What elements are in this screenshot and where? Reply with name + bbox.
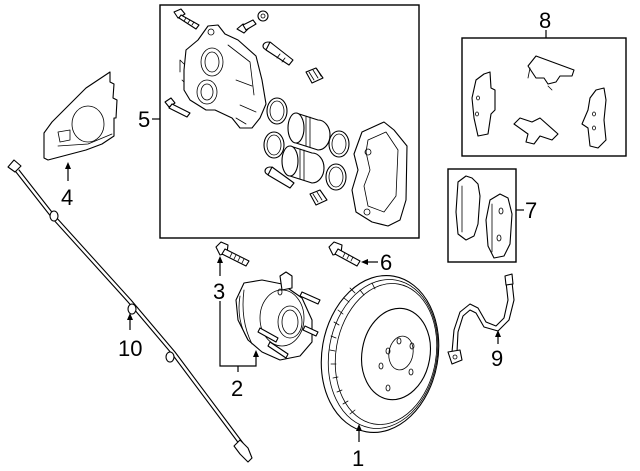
shield-flange-icon	[57, 133, 113, 147]
anti-rattle-clip-right-icon	[581, 87, 607, 149]
cable-grommet-icon	[165, 351, 175, 363]
shield-bore-icon	[71, 105, 105, 143]
brake-pads-box	[447, 168, 517, 263]
slide-pin-lower-icon	[264, 166, 295, 189]
arrow-2-icon	[253, 350, 259, 357]
callout-3: 3	[213, 279, 225, 304]
bleeder-screw-icon	[236, 19, 257, 34]
sensor-connector-icon	[7, 159, 22, 173]
brake-pads-group: 7	[447, 168, 537, 263]
arrow-1-icon	[356, 424, 362, 431]
brake-hose-group: 9	[447, 273, 515, 371]
hub-group: 2	[219, 271, 321, 401]
caliper-bracket-icon	[351, 121, 408, 227]
sensor-head-icon	[233, 439, 253, 463]
callout-5: 5	[138, 107, 150, 132]
callout-7: 7	[525, 198, 537, 223]
hardware-kit-box	[461, 37, 627, 157]
callout-8: 8	[539, 8, 551, 33]
splash-shield-group: 4	[43, 71, 118, 210]
caliper-guide-bolt-lower-icon	[164, 97, 191, 118]
callout-9: 9	[491, 346, 503, 371]
callout-1: 1	[352, 446, 364, 471]
shield-opening-icon	[57, 129, 71, 143]
arrow-3-icon	[217, 256, 223, 263]
rotor-group: 1	[320, 275, 440, 471]
cable-grommet-icon	[49, 210, 59, 222]
pin-boot-lower-icon	[309, 189, 328, 206]
callout-2: 2	[231, 376, 243, 401]
arrow-6-icon	[361, 259, 368, 265]
arrow-4-icon	[65, 162, 71, 169]
caliper-piston-icon	[281, 112, 331, 184]
caliper-kit-box	[159, 4, 420, 239]
hub-bolt-group: 3	[213, 241, 250, 304]
hub-bearing-icon	[235, 271, 321, 361]
arrow-9-icon	[495, 330, 501, 337]
callout-4: 4	[61, 185, 73, 210]
arrow-10-icon	[127, 313, 133, 320]
pin-boot-icon	[305, 67, 324, 84]
hub-bolt-icon	[215, 241, 250, 267]
abutment-clip-top-icon	[527, 55, 575, 91]
abutment-clip-bottom-icon	[513, 117, 559, 145]
anti-rattle-clip-left-icon	[471, 71, 496, 137]
abs-sensor-group: 10	[7, 159, 253, 463]
brake-rotor-icon	[320, 275, 440, 433]
splash-shield-icon	[43, 71, 118, 161]
brake-pad-outer-icon	[485, 193, 513, 259]
brake-hose-icon	[447, 273, 515, 365]
bracket-bolt-group: 6	[328, 241, 392, 275]
bleeder-cap-icon	[257, 10, 269, 22]
callout-6: 6	[380, 250, 392, 275]
piston-seal-icon	[263, 97, 350, 191]
slide-pin-icon	[262, 41, 294, 66]
caliper-housing-icon	[179, 24, 267, 129]
bracket-bolt-icon	[328, 241, 361, 267]
hardware-kit-group: 8	[461, 8, 627, 157]
sensor-cable-edge	[18, 169, 244, 444]
sensor-cable-icon	[15, 171, 241, 446]
caliper-guide-bolt-icon	[173, 8, 200, 30]
callout-10: 10	[118, 336, 142, 361]
brake-pad-inner-icon	[455, 175, 481, 241]
caliper-kit-group: 5	[138, 4, 420, 239]
cable-grommet-icon	[127, 303, 137, 315]
